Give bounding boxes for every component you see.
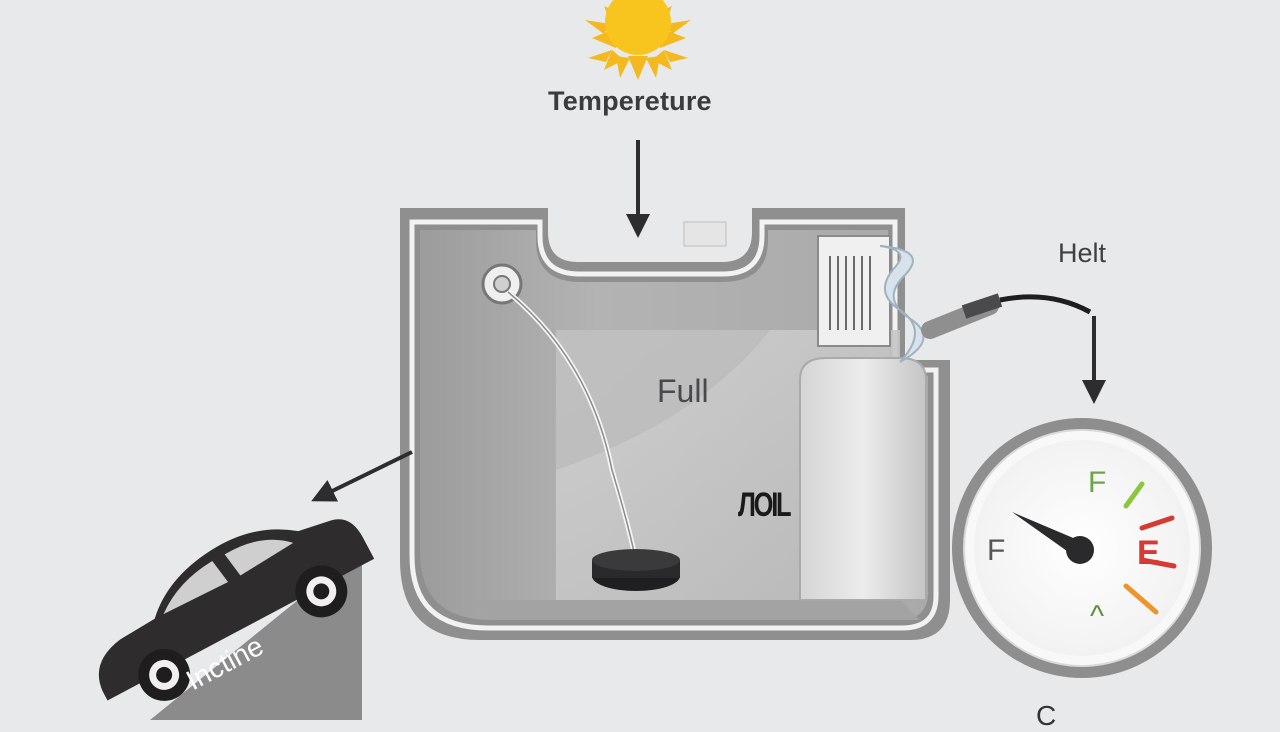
cut-off-label: C [1036,700,1057,731]
gauge-top-mark: F [1088,466,1107,499]
tank-marking: ЛОIL [738,486,792,524]
incline-arrow [311,450,413,502]
fuel-pump-module [799,235,927,601]
gauge-bottom-mark: ^ [1090,600,1105,633]
gauge-right-mark: E [1137,534,1160,572]
sun-icon [585,0,691,80]
gauge-left-mark: F [987,534,1006,567]
gauge-icon [952,418,1212,678]
float-sender-icon [481,263,680,591]
heat-label: Helt [1058,238,1107,268]
car-icon [98,519,375,701]
full-label: Full [657,373,709,409]
fuel-line [921,293,1106,404]
temperature-label: Tempereture [548,86,712,116]
